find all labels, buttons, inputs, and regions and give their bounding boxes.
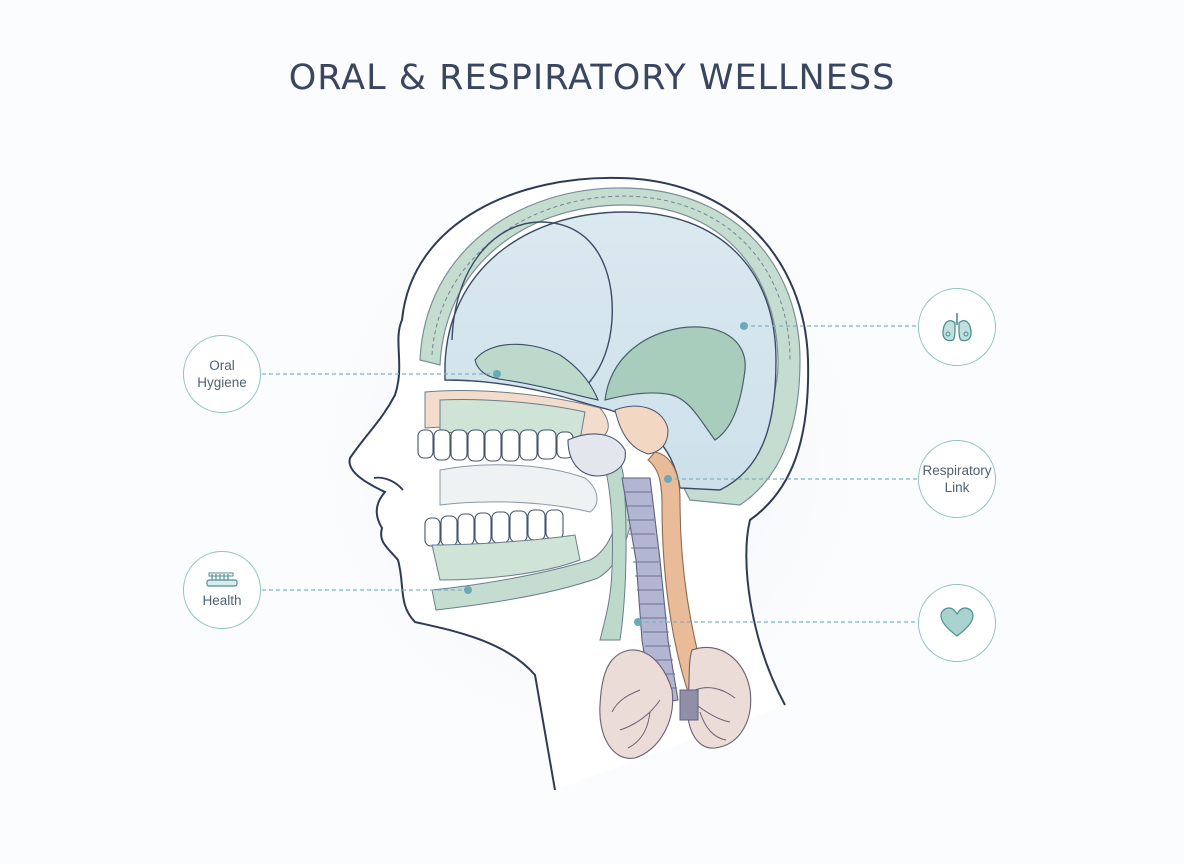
heart-callout[interactable] [918, 584, 996, 662]
trachea-rings [624, 491, 677, 689]
anchor-dots [464, 322, 748, 626]
toothbrush-icon [206, 572, 238, 587]
heart-icon [940, 607, 974, 637]
health-label: Health [202, 592, 242, 608]
lung-lobe-right [686, 646, 752, 749]
cranial-suture [431, 195, 791, 361]
larynx [567, 433, 626, 477]
bronchial-tree [611, 687, 736, 749]
page-title: ORAL & RESPIRATORY WELLNESS [288, 58, 896, 98]
lower-gum [431, 534, 581, 581]
respiratory-link-label-line1: Respiratory [922, 463, 992, 478]
lower-teeth [424, 509, 564, 547]
upper-teeth [417, 429, 574, 462]
cerebellum [604, 326, 746, 441]
respiratory-link-callout[interactable]: Respiratory Link [918, 440, 996, 518]
pharynx [597, 439, 627, 641]
lungs-icon [942, 313, 972, 342]
lungs-callout[interactable] [918, 288, 996, 366]
lung-lobe-left [599, 649, 674, 759]
oral-hygiene-callout[interactable]: Oral Hygiene [183, 335, 261, 413]
brain [444, 211, 777, 491]
leader-lines [262, 325, 918, 623]
health-callout[interactable]: Health [183, 551, 261, 629]
epiglottis [614, 405, 669, 455]
oral-hygiene-label-line2: Hygiene [197, 375, 247, 390]
brain-fold [451, 221, 613, 385]
oral-hygiene-label-line1: Oral [209, 358, 235, 373]
respiratory-link-label-line2: Link [944, 480, 970, 495]
cranium-band [419, 187, 801, 506]
tongue [439, 464, 598, 513]
ventricle [474, 343, 599, 401]
nostril [373, 476, 404, 491]
bronchus-junction [679, 689, 699, 721]
